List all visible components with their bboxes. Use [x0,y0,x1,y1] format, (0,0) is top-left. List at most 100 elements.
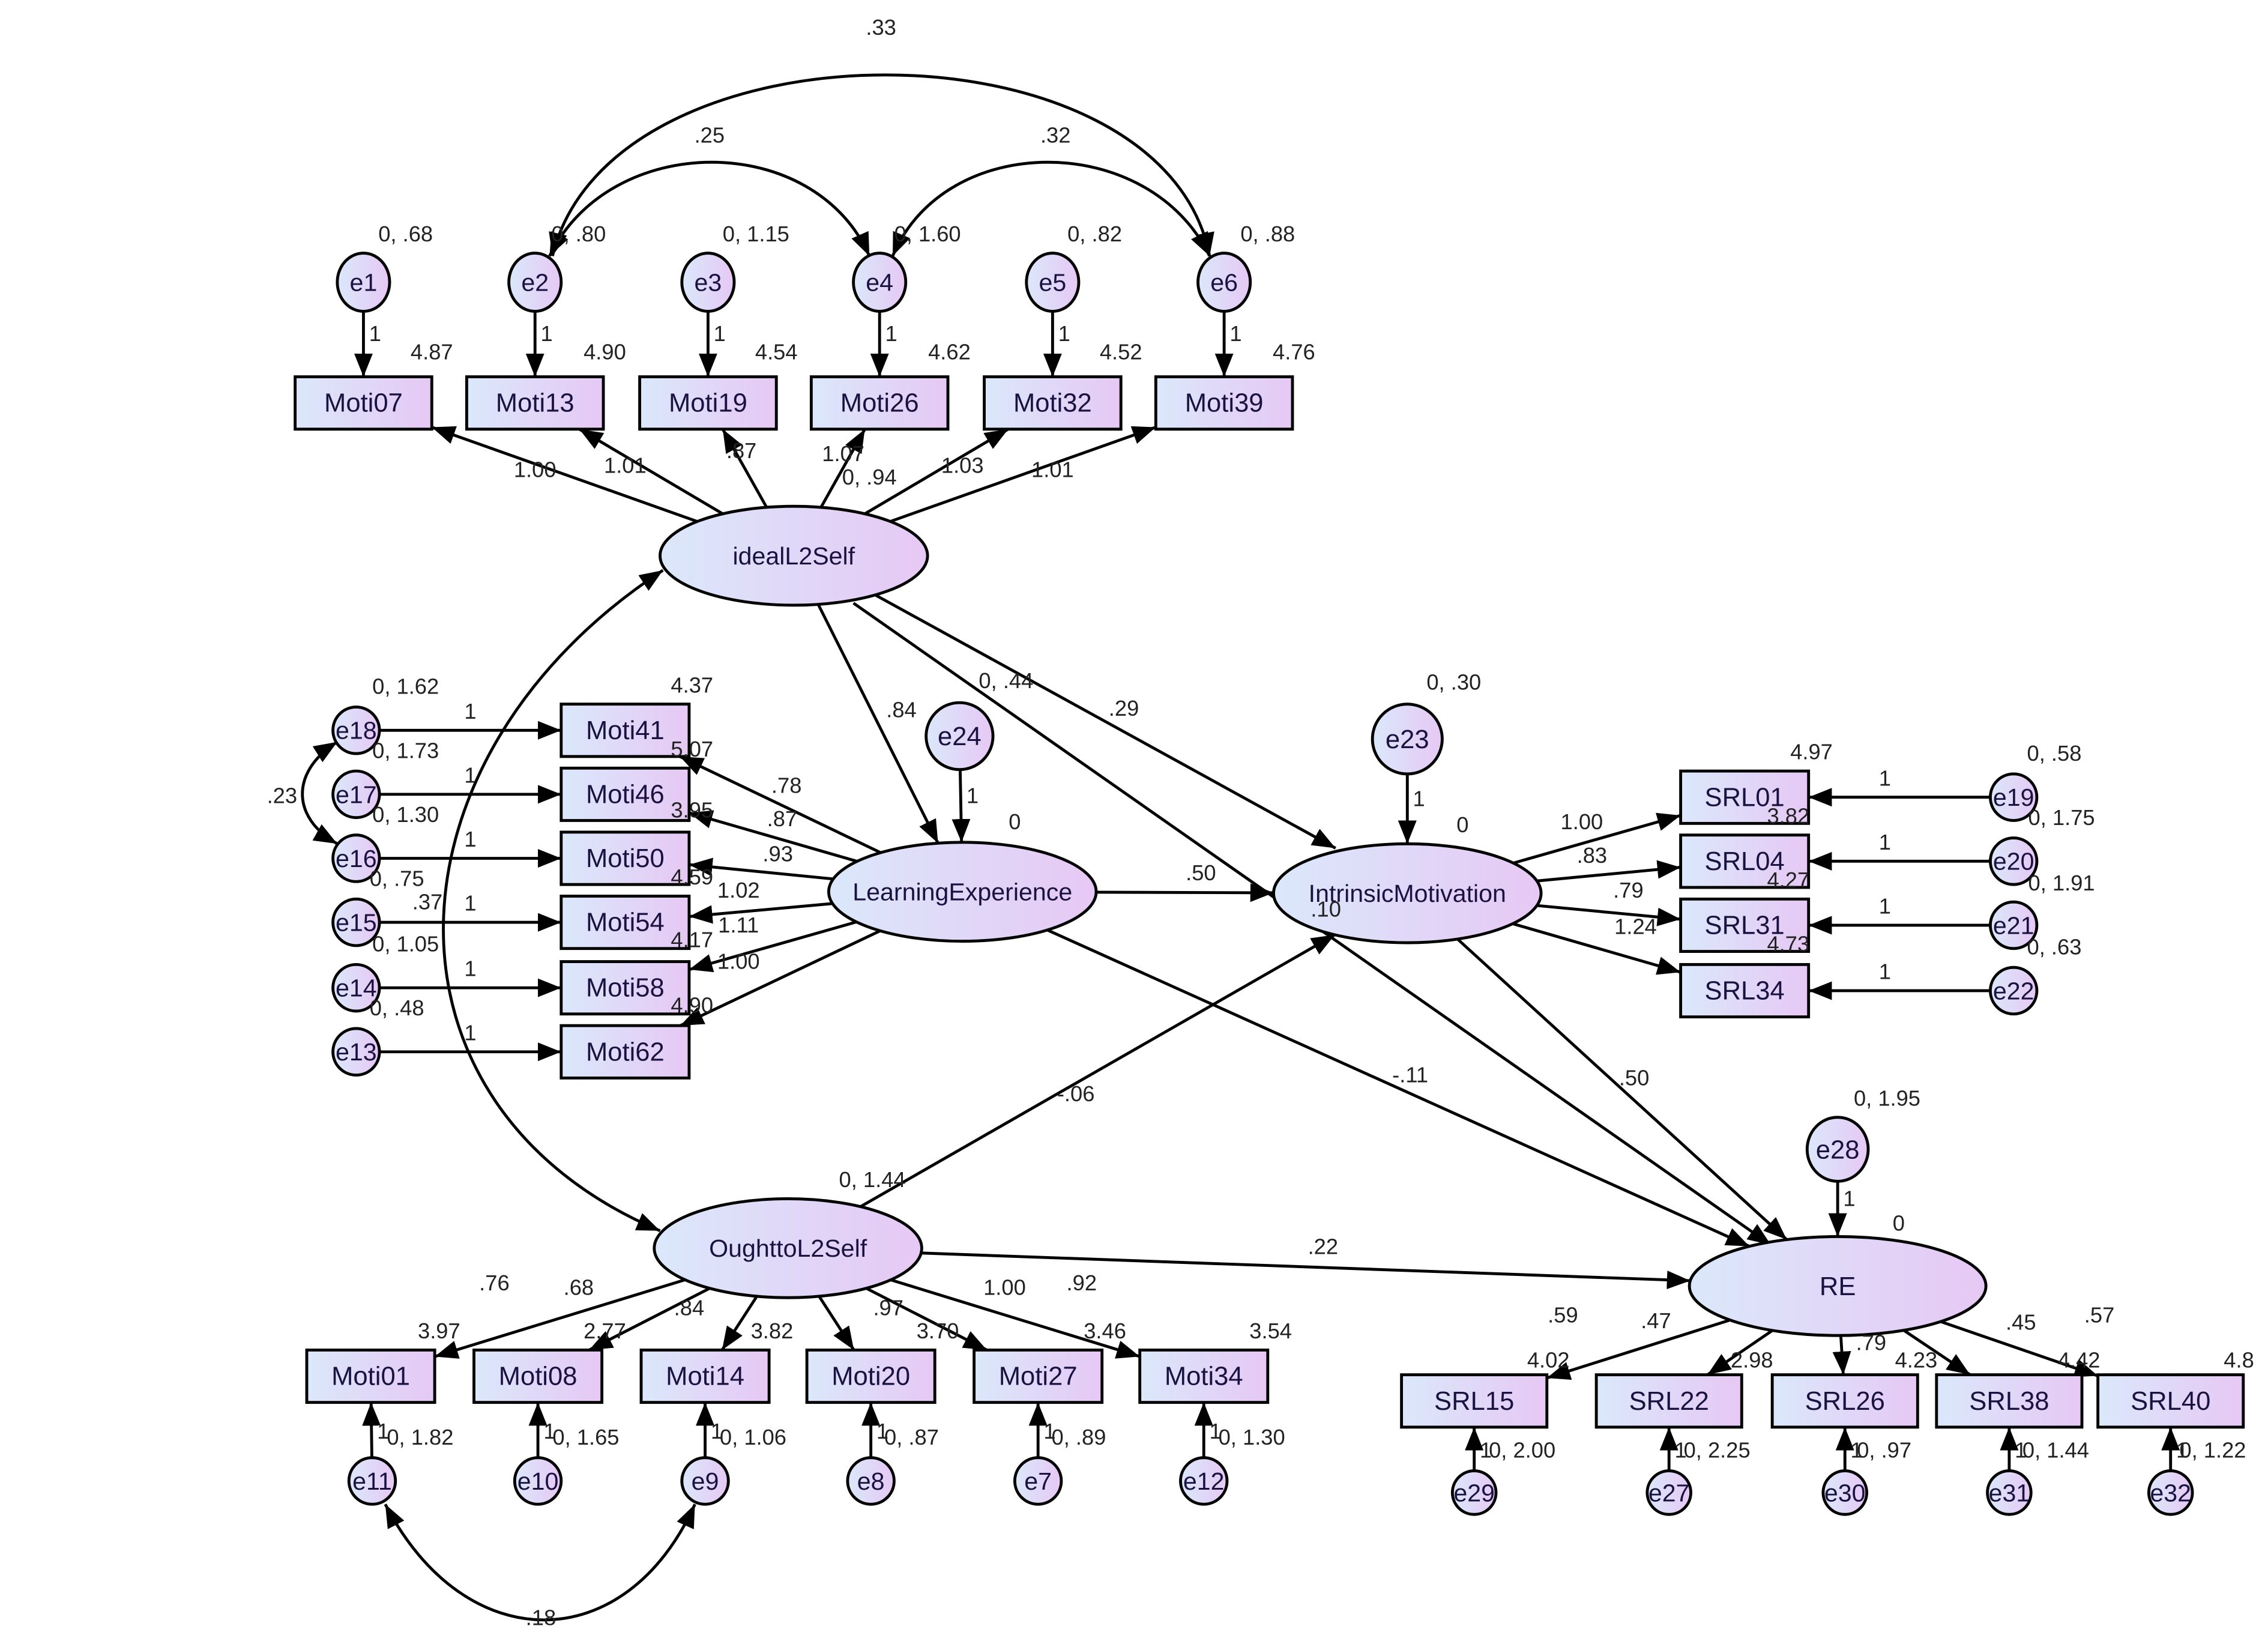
path-im-to-SRL31 [1536,904,1681,926]
observed-box [805,1349,936,1404]
observed-SRL34[interactable]: SRL34 [1679,963,1811,1019]
error-e16[interactable]: e16 [331,833,381,883]
observed-SRL22[interactable]: SRL22 [1594,1373,1743,1429]
observed-SRL15[interactable]: SRL15 [1400,1373,1549,1429]
observed-box [639,1349,771,1404]
error-weight-label: 1 [464,891,476,916]
error-e30[interactable]: e30 [1821,1469,1869,1516]
observed-Moti14[interactable]: Moti14 [639,1349,771,1404]
observed-Moti27[interactable]: Moti27 [973,1349,1104,1404]
observed-Moti39[interactable]: Moti39 [1154,375,1294,431]
error-e13[interactable]: e13 [331,1027,381,1077]
error-e19-shape [1989,772,2039,822]
observed-Moti50[interactable]: Moti50 [559,830,691,886]
error-e20-shape [1989,836,2039,886]
error-e21[interactable]: e21 [1989,900,2039,950]
latent-im-shape [1272,842,1543,944]
observed-Moti20[interactable]: Moti20 [805,1349,936,1404]
observed-Moti58[interactable]: Moti58 [559,960,691,1016]
intercept-label: 3.82 [751,1319,794,1343]
error-e23[interactable]: e23 [1371,703,1444,776]
intercept-label: 4.42 [2058,1347,2101,1372]
observed-Moti08[interactable]: Moti08 [472,1349,604,1404]
error-e31[interactable]: e31 [1986,1469,2033,1516]
error-e29[interactable]: e29 [1450,1469,1498,1516]
error-e32-label: e32 [2150,1479,2191,1507]
path-coefficient-label: .76 [479,1271,510,1295]
error-e32[interactable]: e32 [2147,1469,2194,1516]
error-e22[interactable]: e22 [1989,966,2039,1016]
observed-Moti41[interactable]: Moti41 [559,703,691,758]
error-e2[interactable]: e2 [507,252,563,313]
observed-SRL04[interactable]: SRL04 [1679,833,1811,889]
observed-Moti26[interactable]: Moti26 [809,375,950,431]
observed-Moti34[interactable]: Moti34 [1138,1349,1270,1404]
error-weight-label: 1 [1229,321,1241,346]
observed-SRL40[interactable]: SRL40 [2096,1373,2245,1429]
intercept-label: 4.02 [1527,1347,1570,1372]
error-e18[interactable]: e18 [331,706,381,755]
observed-label: Moti20 [831,1362,910,1391]
observed-box [559,1024,691,1080]
error-e11-label: e11 [352,1467,392,1495]
error-e4[interactable]: e4 [852,252,908,313]
error-e20[interactable]: e20 [1989,836,2039,886]
latent-re[interactable]: RE [1687,1235,1988,1337]
error-e28[interactable]: e28 [1805,1116,1870,1183]
error-e11[interactable]: e11 [347,1456,397,1506]
error-e7[interactable]: e7 [1013,1456,1063,1506]
error-e1[interactable]: e1 [336,252,391,313]
intercept-label: 4.8 [2224,1347,2254,1372]
observed-Moti54[interactable]: Moti54 [559,895,691,950]
observed-Moti07[interactable]: Moti07 [294,375,433,431]
observed-box [559,895,691,950]
observed-Moti01[interactable]: Moti01 [305,1349,436,1404]
observed-label: Moti58 [586,974,665,1003]
error-e12[interactable]: e12 [1179,1456,1229,1506]
error-e23-shape [1371,703,1444,776]
latent-im[interactable]: IntrinsicMotivation [1272,842,1543,944]
observed-label: Moti08 [499,1362,578,1391]
covariance-label: .37 [412,889,443,914]
error-e3[interactable]: e3 [680,252,736,313]
observed-SRL38[interactable]: SRL38 [1935,1373,2084,1429]
error-e7-label: e7 [1024,1467,1052,1495]
error-e15-shape [331,897,381,947]
error-e10[interactable]: e10 [513,1456,563,1506]
error-e15[interactable]: e15 [331,897,381,947]
observed-box [1679,897,1811,953]
error-e7-shape [1013,1456,1063,1506]
error-e8[interactable]: e8 [846,1456,896,1506]
observed-SRL01[interactable]: SRL01 [1679,769,1811,825]
variance-label: 0, 1.82 [387,1425,453,1449]
error-e24[interactable]: e24 [924,701,995,772]
path-coefficient-label: .79 [1856,1330,1887,1355]
error-e6[interactable]: e6 [1196,252,1252,313]
error-weight-label: 1 [369,321,381,346]
latent-ideal[interactable]: idealL2Self [659,504,929,607]
path-coefficient-label: 1.24 [1614,914,1657,938]
error-weight-label: 1 [1043,1419,1055,1443]
observed-Moti62[interactable]: Moti62 [559,1024,691,1080]
error-e28-label: e28 [1816,1135,1860,1164]
observed-label: Moti39 [1185,389,1264,418]
observed-box [1679,833,1811,889]
error-e19[interactable]: e19 [1989,772,2039,822]
error-e9[interactable]: e9 [680,1456,730,1506]
observed-Moti13[interactable]: Moti13 [465,375,605,431]
error-e17[interactable]: e17 [331,769,381,820]
intercept-label: 2.98 [1731,1347,1773,1372]
path-ought-to-Moti20 [818,1295,855,1351]
error-e27[interactable]: e27 [1645,1469,1692,1516]
observed-Moti46[interactable]: Moti46 [559,766,691,822]
observed-SRL26[interactable]: SRL26 [1770,1373,1919,1429]
latent-le[interactable]: LearningExperience [827,841,1098,943]
error-e14[interactable]: e14 [331,963,381,1013]
observed-Moti32[interactable]: Moti32 [983,375,1123,431]
observed-Moti19[interactable]: Moti19 [638,375,778,431]
intercept-label: 3.82 [1767,803,1809,828]
latent-ought[interactable]: OughttoL2Self [653,1197,923,1299]
intercept-label: 4.52 [1100,339,1142,364]
observed-SRL31[interactable]: SRL31 [1679,897,1811,953]
error-e5[interactable]: e5 [1025,252,1081,313]
